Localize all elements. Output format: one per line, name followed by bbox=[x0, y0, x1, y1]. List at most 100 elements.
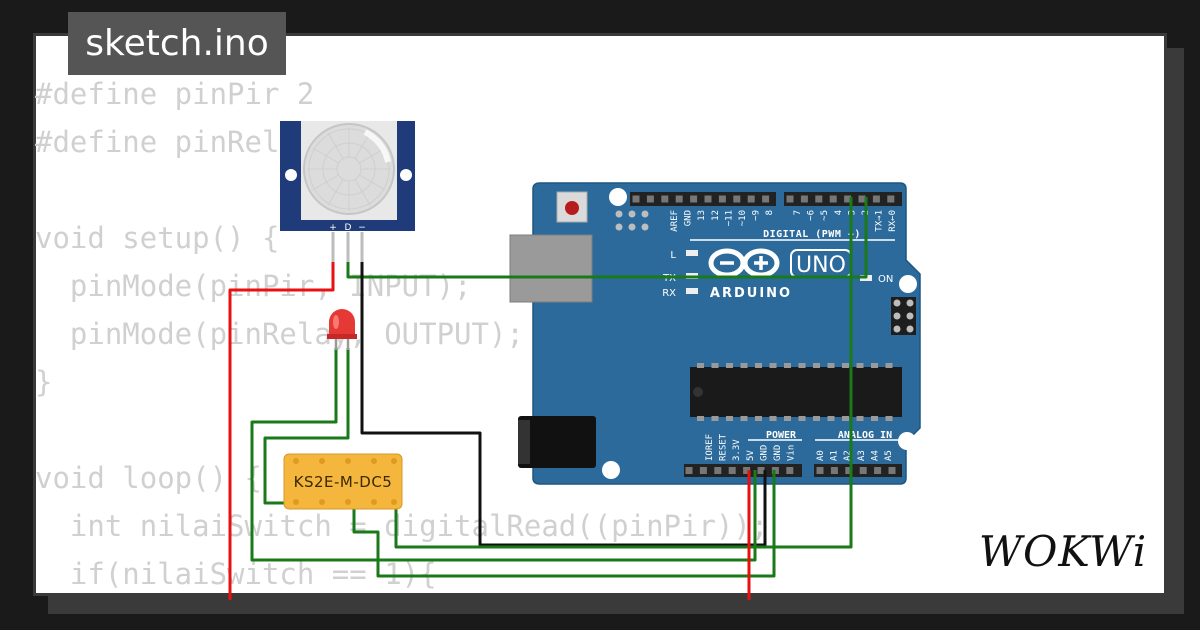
pin-hole[interactable] bbox=[762, 195, 770, 203]
code-line: void loop() { bbox=[35, 461, 262, 495]
pin-hole[interactable] bbox=[714, 467, 722, 474]
analog-pin-label: A1 bbox=[830, 450, 840, 461]
chip-pin bbox=[871, 363, 878, 368]
chip-pin bbox=[813, 416, 820, 421]
pin-hole[interactable] bbox=[800, 195, 808, 203]
wire-led-anode[interactable] bbox=[263, 348, 350, 505]
pin-hole[interactable] bbox=[728, 467, 736, 474]
chip-pin bbox=[740, 363, 748, 368]
chip-pin bbox=[769, 363, 777, 368]
digital-header-label: DIGITAL (PWM ~) bbox=[763, 229, 861, 240]
wire-pir-gnd[interactable] bbox=[360, 262, 767, 547]
chip-pin bbox=[755, 416, 762, 421]
icsp-pin bbox=[893, 325, 901, 333]
wire-pir-vcc[interactable] bbox=[228, 262, 335, 600]
code-line: #define pinPir 2 bbox=[35, 77, 315, 111]
pin-hole[interactable] bbox=[874, 467, 882, 474]
pin-hole[interactable] bbox=[661, 195, 669, 203]
pir-facet-line bbox=[327, 132, 344, 159]
power-pin-label: GND bbox=[759, 445, 769, 461]
digital-pin-label: GND bbox=[684, 210, 694, 226]
usb-port bbox=[509, 234, 593, 303]
pin-hole[interactable] bbox=[872, 195, 880, 203]
pin-hole[interactable] bbox=[830, 467, 838, 474]
pin-hole[interactable] bbox=[887, 195, 895, 203]
pin-hole[interactable] bbox=[685, 467, 693, 474]
icsp-pin bbox=[628, 223, 636, 231]
power-header-label: POWER bbox=[766, 430, 797, 441]
pin-hole[interactable] bbox=[844, 195, 852, 203]
chip-pin bbox=[856, 416, 864, 421]
pin-hole[interactable] bbox=[845, 467, 853, 474]
pin-hole[interactable] bbox=[718, 195, 726, 203]
pin-hole[interactable] bbox=[690, 195, 698, 203]
digital-pin-label: RX←0 bbox=[888, 210, 898, 232]
relay-pin bbox=[319, 458, 325, 464]
pin-hole[interactable] bbox=[888, 467, 896, 474]
chip-pin bbox=[856, 363, 864, 368]
icsp-pin bbox=[628, 210, 636, 218]
chip-pin bbox=[711, 363, 719, 368]
chip-pin bbox=[885, 416, 893, 421]
icsp-pin bbox=[906, 312, 914, 320]
chip-pin bbox=[813, 363, 820, 368]
pir-dome-facets bbox=[307, 127, 391, 211]
icsp-header-right bbox=[891, 297, 916, 335]
pin-hole[interactable] bbox=[646, 195, 654, 203]
pir-facet-line bbox=[354, 179, 371, 206]
digital-pin-label: 12 bbox=[711, 210, 721, 221]
chip-pin bbox=[885, 363, 893, 368]
pin-hole[interactable] bbox=[704, 195, 712, 203]
power-pin-label: RESET bbox=[719, 433, 729, 461]
wire-pir-signal[interactable] bbox=[346, 197, 868, 279]
pin-hole[interactable] bbox=[786, 467, 794, 474]
pin-hole[interactable] bbox=[733, 195, 741, 203]
power-pin-label: 3.3V bbox=[732, 439, 742, 461]
chip-pin bbox=[740, 416, 748, 421]
pir-facet-line bbox=[327, 179, 344, 206]
pir-pin-minus-label: − bbox=[358, 223, 366, 233]
chip-pin bbox=[726, 416, 733, 421]
pin-hole[interactable] bbox=[743, 467, 751, 474]
pin-hole[interactable] bbox=[747, 195, 755, 203]
wire-relay-gnd[interactable] bbox=[352, 470, 776, 578]
pin-hole[interactable] bbox=[859, 467, 867, 474]
digital-pin-label: 7 bbox=[793, 210, 803, 215]
relay-module[interactable]: KS2E-M-DC5 bbox=[283, 453, 403, 510]
pir-mount-hole bbox=[285, 169, 297, 181]
red-led[interactable] bbox=[327, 309, 357, 350]
pin-hole[interactable] bbox=[786, 195, 794, 203]
pin-hole[interactable] bbox=[675, 195, 683, 203]
pir-motion-sensor[interactable]: + D − bbox=[280, 121, 415, 262]
digital-header-right bbox=[784, 192, 902, 206]
power-jack bbox=[518, 416, 596, 468]
pin-hole[interactable] bbox=[816, 467, 824, 474]
pin-hole[interactable] bbox=[757, 467, 765, 474]
chip-pin bbox=[798, 416, 806, 421]
analog-pin-label: A4 bbox=[870, 450, 880, 461]
file-name-tab[interactable]: sketch.ino bbox=[68, 12, 286, 75]
pin-hole[interactable] bbox=[815, 195, 823, 203]
pin-hole[interactable] bbox=[632, 195, 640, 203]
icsp-pin bbox=[615, 223, 623, 231]
pir-pin-d-label: D bbox=[345, 223, 352, 233]
wire-relay-in[interactable] bbox=[394, 197, 853, 549]
pir-facet-line bbox=[312, 147, 339, 164]
pin-hole[interactable] bbox=[858, 195, 866, 203]
wire-led-to-relay[interactable] bbox=[250, 348, 757, 562]
analog-header-label: ANALOG IN bbox=[838, 430, 892, 441]
pin-hole[interactable] bbox=[699, 467, 707, 474]
led-highlight bbox=[333, 315, 339, 329]
led-body bbox=[329, 309, 355, 336]
pir-dome-highlight bbox=[363, 129, 391, 163]
pir-mount-hole bbox=[400, 169, 412, 181]
pin-hole[interactable] bbox=[829, 195, 837, 203]
relay-pin bbox=[319, 499, 325, 505]
digital-pin-label: ~9 bbox=[752, 210, 762, 221]
digital-pin-label: ~11 bbox=[724, 210, 734, 226]
chip-pin bbox=[827, 363, 835, 368]
relay-pin bbox=[345, 458, 351, 464]
